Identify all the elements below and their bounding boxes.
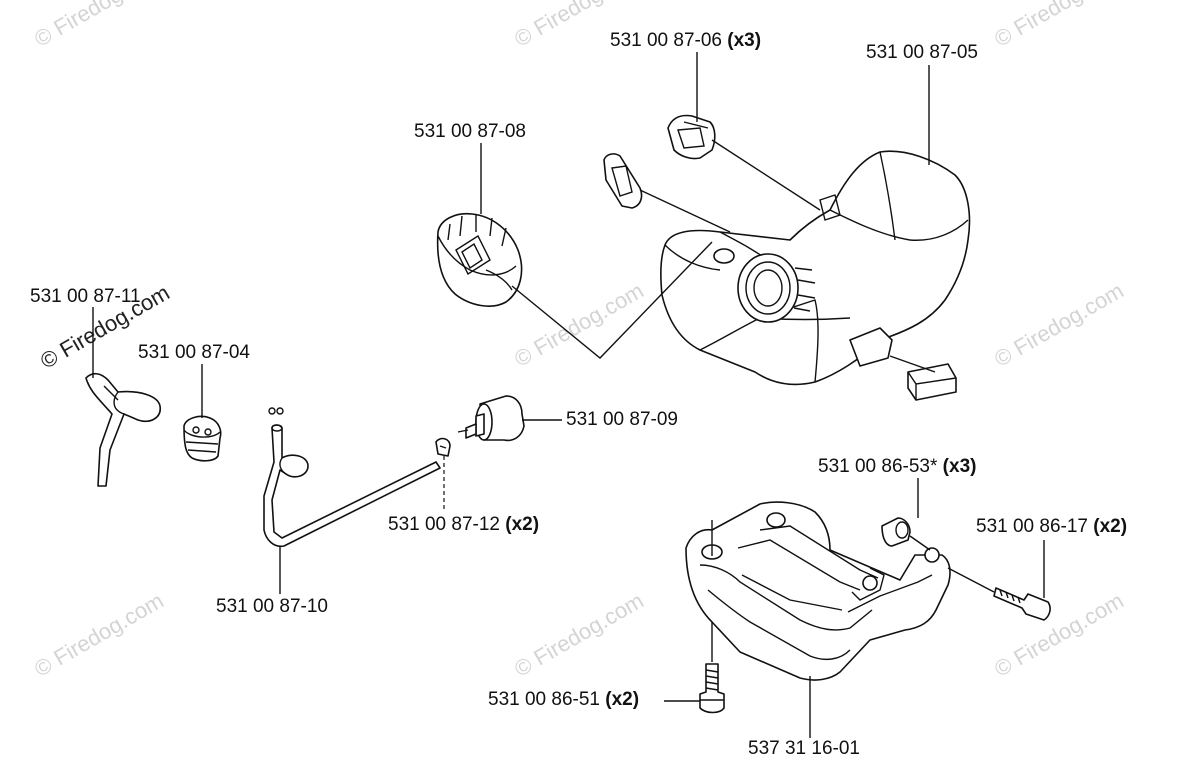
screw-short bbox=[699, 622, 725, 714]
part-label-531-00-87-12: 531 00 87-12 (x2) bbox=[388, 514, 539, 536]
part-number: 531 00 87-05 bbox=[866, 42, 978, 63]
part-number: 531 00 87-10 bbox=[216, 596, 328, 617]
part-label-537-31-16-01: 537 31 16-01 bbox=[748, 738, 860, 760]
rubber-grommet bbox=[603, 153, 643, 209]
skid-plate bbox=[685, 501, 951, 681]
fuel-hose-return bbox=[85, 372, 161, 487]
part-number: 531 00 87-11 bbox=[30, 286, 141, 307]
part-label-531-00-87-04: 531 00 87-04 bbox=[138, 342, 250, 364]
fuel-line bbox=[263, 424, 441, 548]
part-number: 531 00 87-09 bbox=[566, 409, 678, 430]
part-label-531-00-87-11: 531 00 87-11 bbox=[30, 286, 141, 308]
part-quantity: (x3) bbox=[942, 456, 977, 477]
part-number: 531 00 86-17 bbox=[976, 516, 1088, 537]
tank-vent bbox=[183, 415, 222, 462]
part-quantity: (x2) bbox=[1093, 516, 1128, 537]
screw-long bbox=[947, 567, 1051, 621]
rubber-grommet bbox=[667, 114, 716, 160]
fuel-cap bbox=[436, 212, 523, 307]
part-label-531-00-87-05: 531 00 87-05 bbox=[866, 42, 978, 64]
part-number: 531 00 87-08 bbox=[414, 121, 526, 142]
part-number: 531 00 86-53* bbox=[818, 456, 938, 477]
part-label-531-00-87-08: 531 00 87-08 bbox=[414, 121, 526, 143]
part-label-531-00-87-09: 531 00 87-09 bbox=[566, 409, 678, 431]
part-number: 531 00 86-51 bbox=[488, 689, 600, 710]
part-quantity: (x2) bbox=[505, 514, 540, 535]
spacer-sleeve bbox=[881, 517, 931, 551]
part-label-531-00-86-17: 531 00 86-17 (x2) bbox=[976, 516, 1127, 538]
fuel-filter bbox=[457, 395, 525, 442]
fuel-tank bbox=[659, 150, 971, 401]
part-label-531-00-86-53: 531 00 86-53* (x3) bbox=[818, 456, 976, 478]
part-label-531-00-86-51: 531 00 86-51 (x2) bbox=[488, 689, 639, 711]
part-label-531-00-87-10: 531 00 87-10 bbox=[216, 596, 328, 618]
part-quantity: (x3) bbox=[727, 30, 762, 51]
part-label-531-00-87-06: 531 00 87-06 (x3) bbox=[610, 30, 761, 52]
part-number: 537 31 16-01 bbox=[748, 738, 860, 759]
part-quantity: (x2) bbox=[605, 689, 640, 710]
part-number: 531 00 87-04 bbox=[138, 342, 250, 363]
part-number: 531 00 87-06 bbox=[610, 30, 722, 51]
hose-clip bbox=[435, 437, 451, 457]
part-number: 531 00 87-12 bbox=[388, 514, 500, 535]
